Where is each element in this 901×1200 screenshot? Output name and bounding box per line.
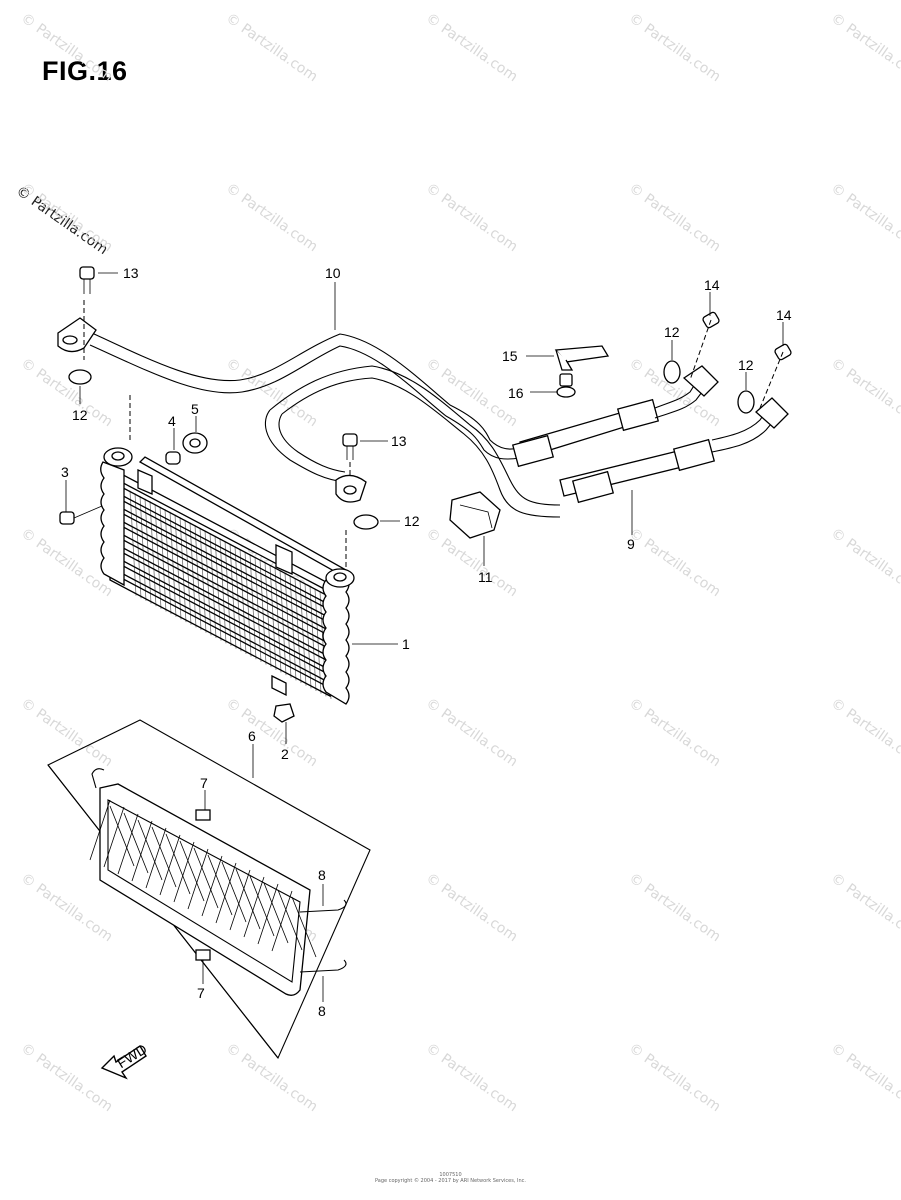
callout-2: 2	[281, 746, 289, 762]
watermark-text: © Partzilla.com	[223, 1040, 321, 1115]
watermark-text: © Partzilla.com	[626, 870, 724, 945]
callout-11: 11	[478, 569, 493, 585]
hardware-parts	[59, 266, 792, 723]
watermark-text: © Partzilla.com	[223, 10, 321, 85]
watermark-text: © Partzilla.com	[626, 10, 724, 85]
watermark-text: © Partzilla.com	[18, 10, 116, 85]
watermark-text: © Partzilla.com	[423, 10, 521, 85]
watermark-text: © Partzilla.com	[223, 180, 321, 255]
callout-7: 7	[200, 775, 208, 791]
callout-16: 16	[508, 385, 524, 401]
watermark-text: © Partzilla.com	[626, 180, 724, 255]
watermark-text: © Partzilla.com	[828, 10, 901, 85]
forward-arrow-icon: FWD	[100, 1041, 150, 1080]
callout-1: 1	[402, 636, 410, 652]
callout-12: 12	[72, 407, 88, 423]
watermark-text: © Partzilla.com	[18, 1040, 116, 1115]
callout-7: 7	[197, 985, 205, 1001]
callout-12: 12	[664, 324, 680, 340]
cooler-guard-part-6	[47, 719, 371, 1060]
callout-12: 12	[738, 357, 754, 373]
callout-15: 15	[502, 348, 518, 364]
watermark-text: © Partzilla.com	[626, 695, 724, 770]
watermark-text: © Partzilla.com	[223, 695, 321, 770]
callout-10: 10	[325, 265, 341, 281]
watermark-text: © Partzilla.com	[423, 180, 521, 255]
watermark-text: © Partzilla.com	[18, 695, 116, 770]
watermark-text: © Partzilla.com	[828, 355, 901, 430]
watermark-text: © Partzilla.com	[18, 180, 116, 255]
figure-title: FIG.16	[42, 56, 128, 86]
watermark-text: © Partzilla.com	[626, 525, 724, 600]
callout-8: 8	[318, 867, 326, 883]
watermark-text: © Partzilla.com	[423, 355, 521, 430]
callout-4: 4	[168, 413, 176, 429]
fwd-label: FWD	[114, 1041, 150, 1071]
watermark-text: © Partzilla.com	[828, 695, 901, 770]
callout-12: 12	[404, 513, 420, 529]
callout-13: 13	[123, 265, 139, 281]
watermark-text: © Partzilla.com	[423, 695, 521, 770]
leader-lines	[65, 272, 784, 1002]
callout-5: 5	[191, 401, 199, 417]
callout-9: 9	[627, 536, 635, 552]
watermark-text: © Partzilla.com	[828, 525, 901, 600]
watermark-text: © Partzilla.com	[18, 355, 116, 430]
watermark-text: © Partzilla.com	[18, 870, 116, 945]
callout-numbers: 13 10 14 14 12 12 15 16 12 4 5 13 12 3 1…	[61, 265, 792, 1019]
watermark-text: © Partzilla.com	[828, 1040, 901, 1115]
watermark-text: © Partzilla.com	[828, 180, 901, 255]
footer-code: 1007510	[439, 1172, 462, 1178]
callout-14: 14	[776, 307, 792, 323]
footer-copyright: Page copyright © 2004 - 2017 by ARI Netw…	[375, 1178, 526, 1184]
callout-14: 14	[704, 277, 720, 293]
callout-8: 8	[318, 1003, 326, 1019]
watermark-text: © Partzilla.com	[423, 1040, 521, 1115]
callout-3: 3	[61, 464, 69, 480]
watermark-text: © Partzilla.com	[828, 870, 901, 945]
watermark-text: © Partzilla.com	[626, 1040, 724, 1115]
callout-13: 13	[391, 433, 407, 449]
oil-hose-part-9	[511, 365, 789, 504]
oil-cooler-part-1	[100, 447, 355, 705]
cooler-pipe-part-10	[57, 317, 561, 518]
watermark-text: © Partzilla.com	[423, 870, 521, 945]
callout-6: 6	[248, 728, 256, 744]
